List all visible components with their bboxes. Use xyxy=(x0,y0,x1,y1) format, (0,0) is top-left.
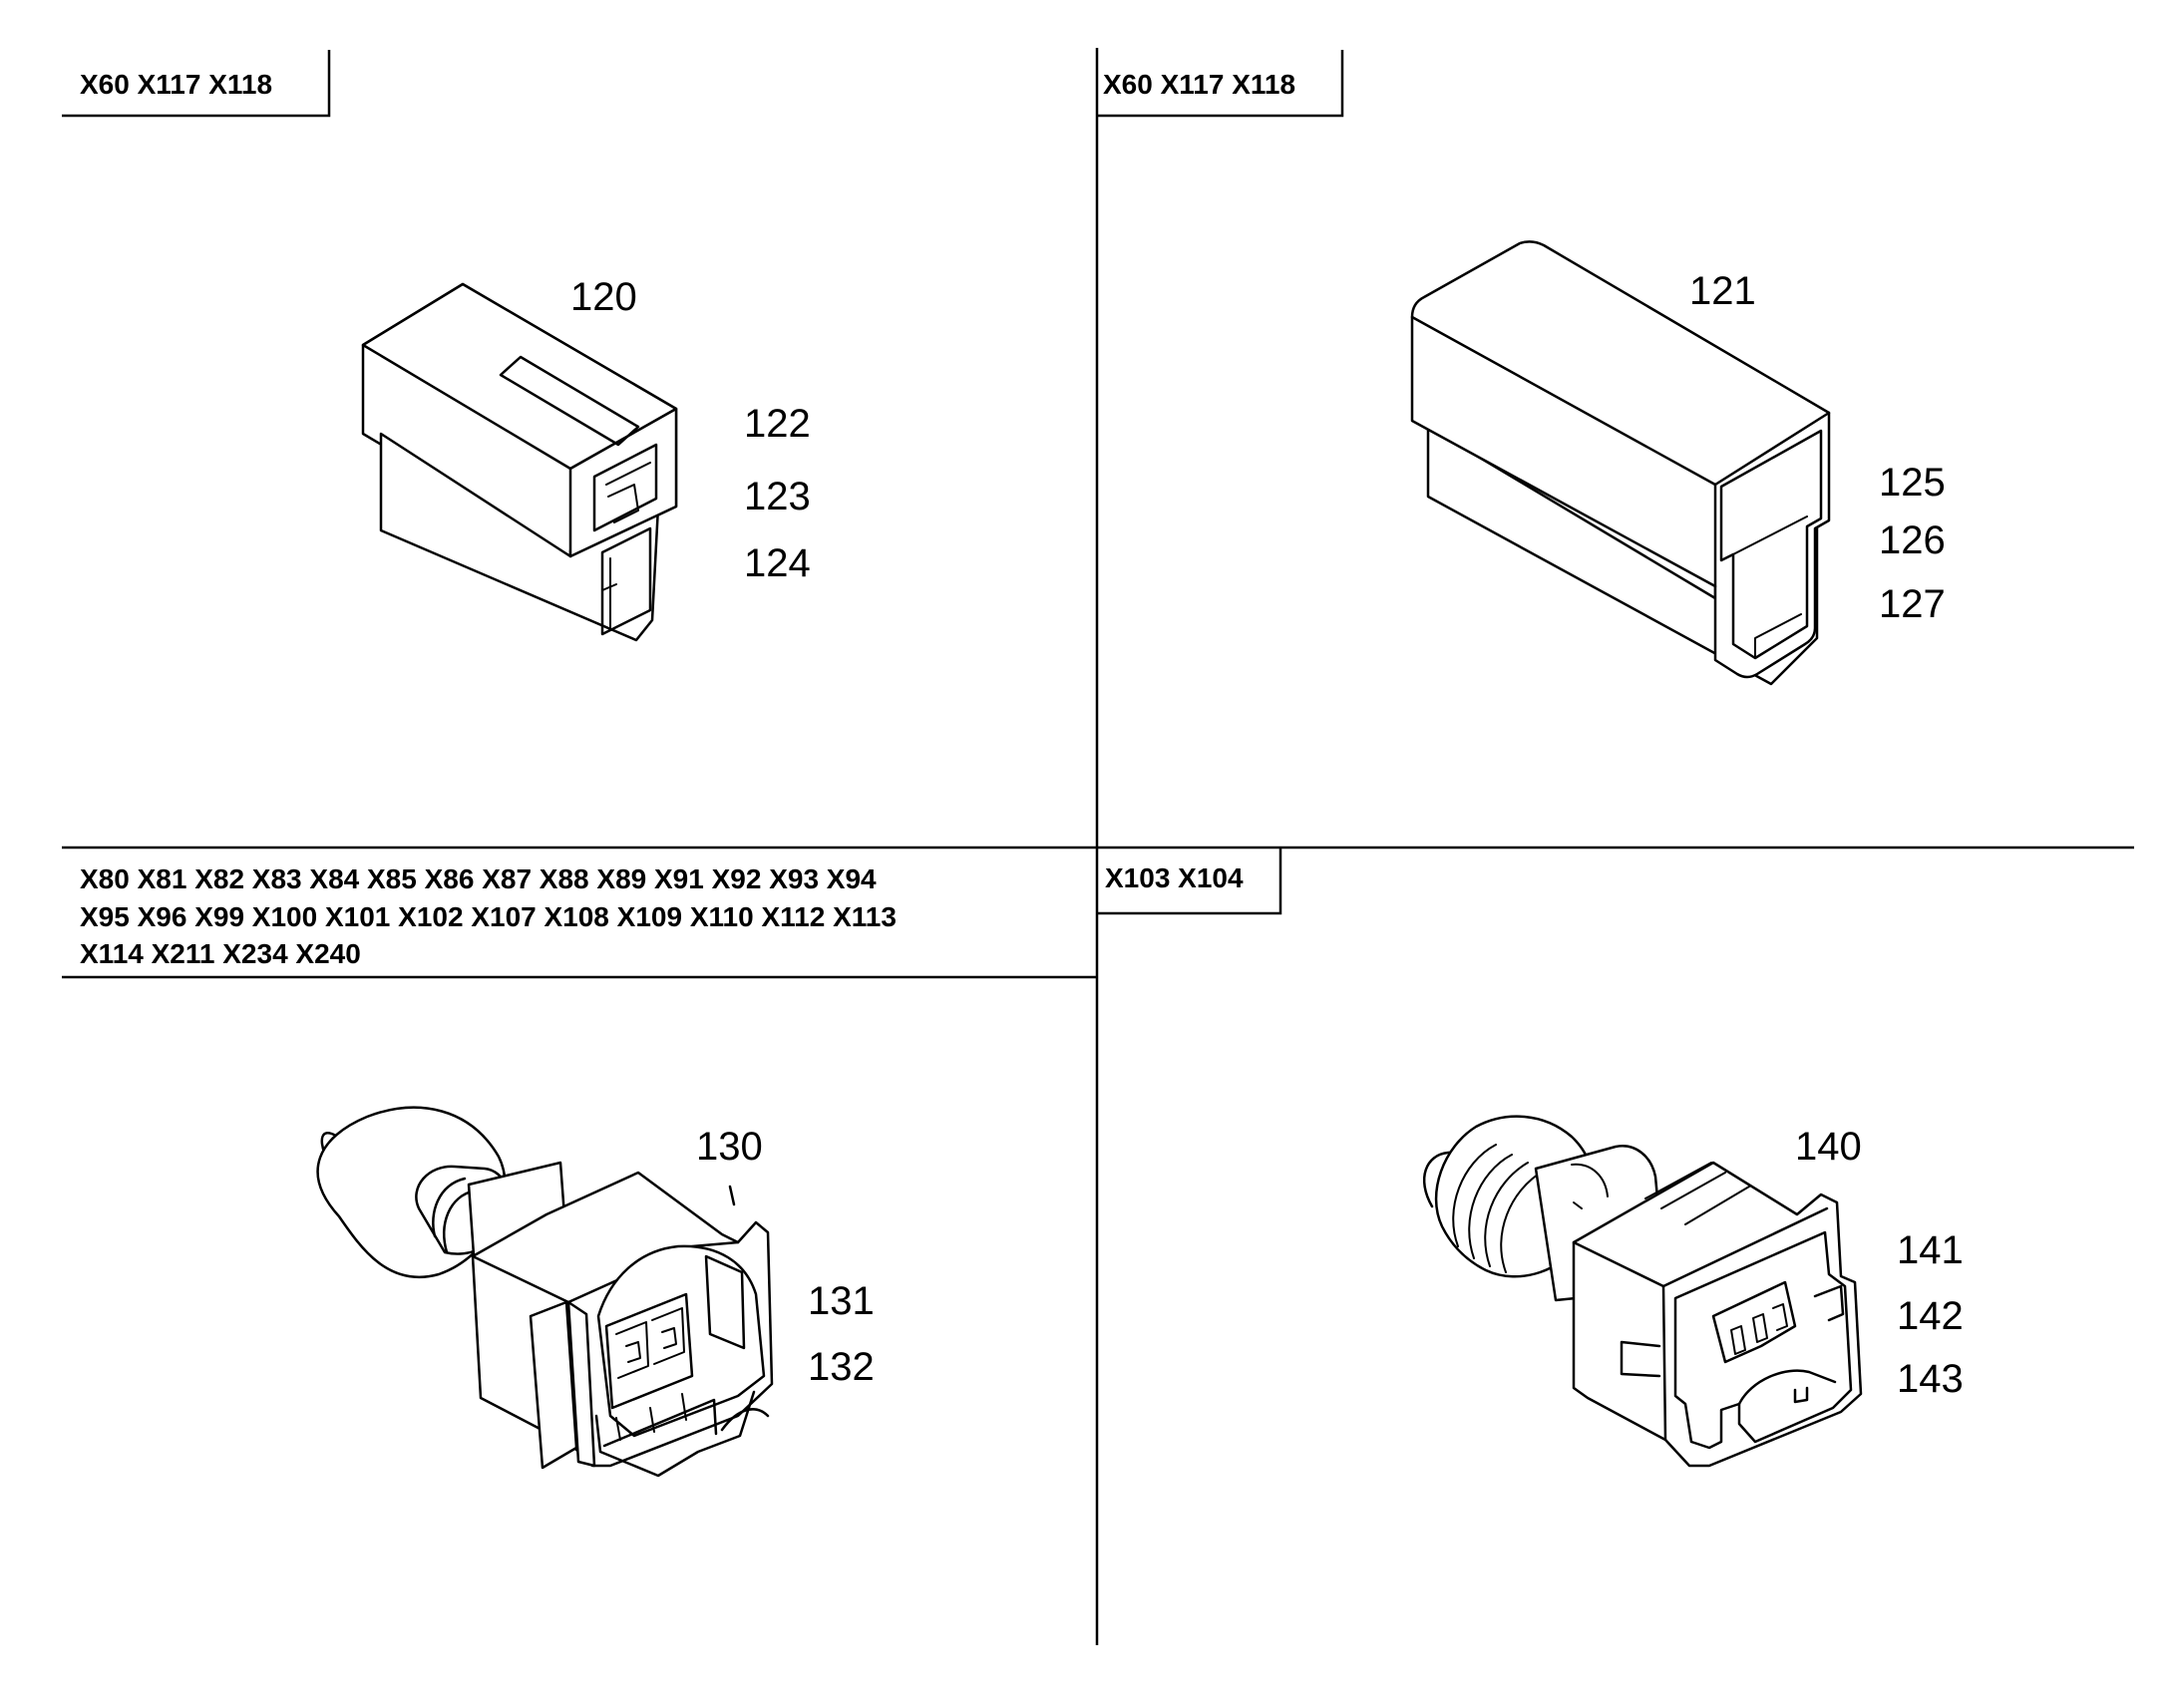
part-label-122: 122 xyxy=(744,402,811,446)
part-label-142: 142 xyxy=(1897,1294,1964,1338)
connector-120-labels: 120 122 123 124 xyxy=(570,275,811,585)
connector-121-labels: 121 125 126 127 xyxy=(1689,269,1946,626)
connector-120-drawing xyxy=(361,282,678,642)
header-bottom-left: X80 X81 X82 X83 X84 X85 X86 X87 X88 X89 … xyxy=(62,863,1097,979)
header-text: X60 X117 X118 xyxy=(1103,69,1295,100)
part-label-120: 120 xyxy=(570,275,637,319)
header-top-right: X60 X117 X118 xyxy=(1097,50,1344,118)
connector-140-drawing xyxy=(1422,1115,1863,1468)
part-label-126: 126 xyxy=(1879,518,1946,562)
header-text-line-2: X95 X96 X99 X100 X101 X102 X107 X108 X10… xyxy=(80,901,897,932)
part-label-121: 121 xyxy=(1689,269,1756,313)
part-label-124: 124 xyxy=(744,541,811,585)
header-top-left: X60 X117 X118 xyxy=(62,50,331,118)
header-text: X60 X117 X118 xyxy=(80,69,272,100)
panel-dividers xyxy=(62,48,2134,1645)
connector-121-drawing xyxy=(1410,240,1831,686)
header-text: X103 X104 xyxy=(1105,862,1244,893)
part-label-140: 140 xyxy=(1795,1125,1862,1169)
connector-130-labels: 130 131 132 xyxy=(696,1125,875,1389)
header-box-line xyxy=(62,50,331,118)
part-label-141: 141 xyxy=(1897,1228,1964,1272)
header-box-line xyxy=(1097,848,1282,915)
part-label-125: 125 xyxy=(1879,461,1946,505)
part-label-127: 127 xyxy=(1879,582,1946,626)
header-text-line-3: X114 X211 X234 X240 xyxy=(80,938,361,969)
connector-140-labels: 140 141 142 143 xyxy=(1795,1125,1964,1401)
header-box-line xyxy=(1097,50,1344,118)
part-label-132: 132 xyxy=(808,1345,875,1389)
connector-130-drawing xyxy=(316,1106,774,1478)
part-label-130: 130 xyxy=(696,1125,763,1169)
header-text-line-1: X80 X81 X82 X83 X84 X85 X86 X87 X88 X89 … xyxy=(80,863,877,894)
part-label-123: 123 xyxy=(744,475,811,518)
part-label-143: 143 xyxy=(1897,1357,1964,1401)
part-label-131: 131 xyxy=(808,1279,875,1323)
header-bottom-right: X103 X104 xyxy=(1097,848,1282,915)
